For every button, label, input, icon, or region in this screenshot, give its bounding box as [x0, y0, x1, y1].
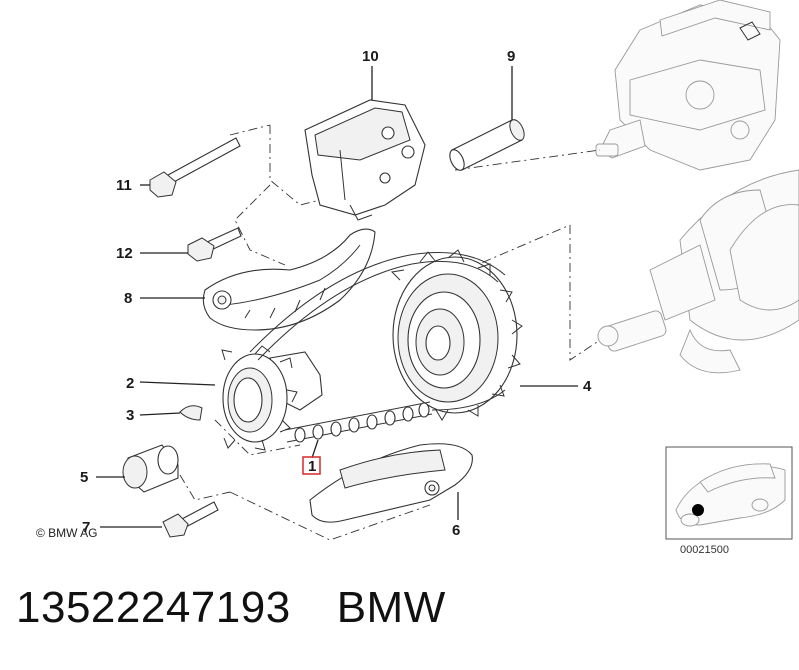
part-10-bracket — [304, 99, 426, 221]
part-7-screw — [162, 501, 219, 538]
callout-6: 6 — [452, 522, 460, 539]
callout-4: 4 — [583, 378, 592, 395]
part-8-tensioner-rail — [202, 228, 376, 331]
injection-pump-drawing — [595, 0, 781, 171]
part-1-timing-chain — [249, 252, 506, 443]
callout-labels: 10 9 11 12 8 2 4 3 1 5 6 7 — [80, 48, 592, 539]
part-3-woodruff-key — [179, 405, 203, 421]
callout-12: 12 — [116, 245, 133, 262]
brand-name: BMW — [336, 583, 446, 632]
highlight-box — [302, 456, 321, 475]
part-4-sprocket — [390, 249, 523, 421]
callout-5: 5 — [80, 469, 88, 486]
locator-inset — [665, 446, 793, 540]
part-9-pin — [449, 119, 525, 171]
engine-location-dot — [692, 504, 704, 516]
callout-9: 9 — [507, 48, 515, 65]
crankshaft-drawing — [597, 169, 799, 374]
footer-caption: 13522247193 BMW — [16, 583, 446, 633]
callout-3: 3 — [126, 407, 134, 424]
copyright-text: © BMW AG — [36, 526, 98, 540]
part-number: 13522247193 — [16, 583, 291, 632]
part-11-bolt — [149, 137, 241, 198]
callout-10: 10 — [362, 48, 379, 65]
callout-11: 11 — [116, 177, 132, 194]
part-2-crank-sprocket — [221, 345, 323, 451]
part-12-bolt — [187, 227, 242, 262]
part-6-guide-rail — [309, 443, 473, 523]
part-5-sleeve — [122, 444, 179, 493]
callout-1: 1 — [308, 458, 316, 475]
leader-lines — [96, 66, 578, 528]
callout-8: 8 — [124, 290, 132, 307]
diagram-code: 00021500 — [680, 544, 729, 556]
callout-2: 2 — [126, 375, 134, 392]
callout-7: 7 — [82, 519, 90, 536]
